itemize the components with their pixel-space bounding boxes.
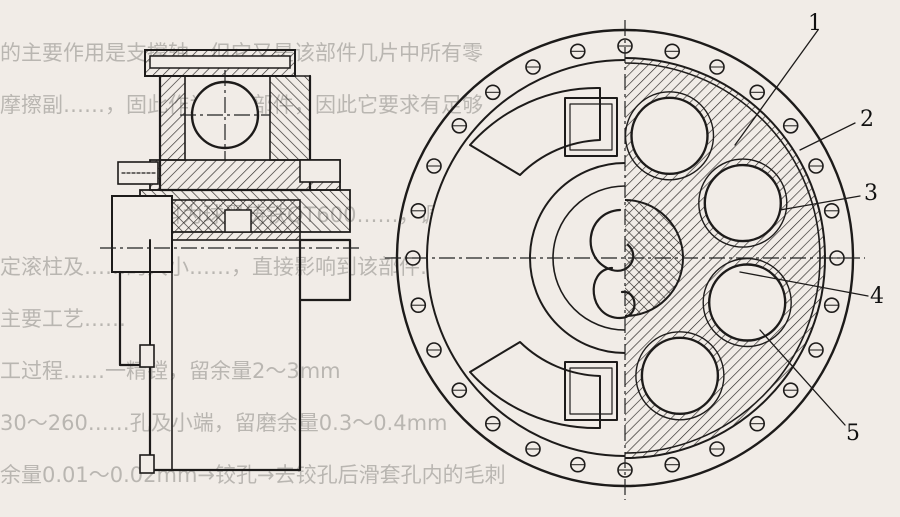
background-text: 的主要作用是支撑轴，但它又是该部件几片中所有零 摩擦副……，固此作为主要部件，因… [0,41,586,487]
background-text-line: 余量0.01～0.02mm→铰孔→去铰孔后滑套孔内的毛刺 [0,463,506,487]
spring-box-top [564,97,618,157]
leader-4 [739,271,869,297]
cam-crescent-bottom [592,266,636,320]
callout-4: 4 [870,284,884,309]
key-slot [224,209,252,233]
leader-3 [779,195,861,211]
roller [703,163,782,243]
spring-box-bottom [564,361,618,421]
callout-3: 3 [864,181,878,206]
side-screw [299,159,341,183]
background-text-line: 主要工艺…… [0,307,126,331]
roller [630,96,709,176]
roller [640,336,720,415]
cover-groove [149,55,291,69]
window-upper [469,86,601,176]
background-text-line: 工过程……一精镗，留余量2～3mm [0,359,341,383]
bolt-holes [405,38,845,478]
housing-wall-right [269,75,311,161]
shaft-end [111,195,173,273]
leader-2 [799,122,856,151]
leader-5 [759,329,846,426]
front-view [385,20,865,500]
callout-1: 1 [808,11,822,36]
side-section-view [100,49,360,474]
window-lower [469,341,601,430]
housing-wall-left [159,75,186,161]
background-text-line: 定滚柱及……的大小……，直接影响到该部件……的 [0,255,483,279]
rollers [625,91,792,421]
callout-5: 5 [846,421,860,446]
roller [708,263,787,342]
background-text-line: 30～260……孔及小端，留磨余量0.3～0.4mm [0,411,448,435]
leader-1 [734,29,819,146]
cylinder-body [118,238,352,472]
callout-2: 2 [860,107,874,132]
callouts: 1 2 3 4 5 [734,11,884,446]
